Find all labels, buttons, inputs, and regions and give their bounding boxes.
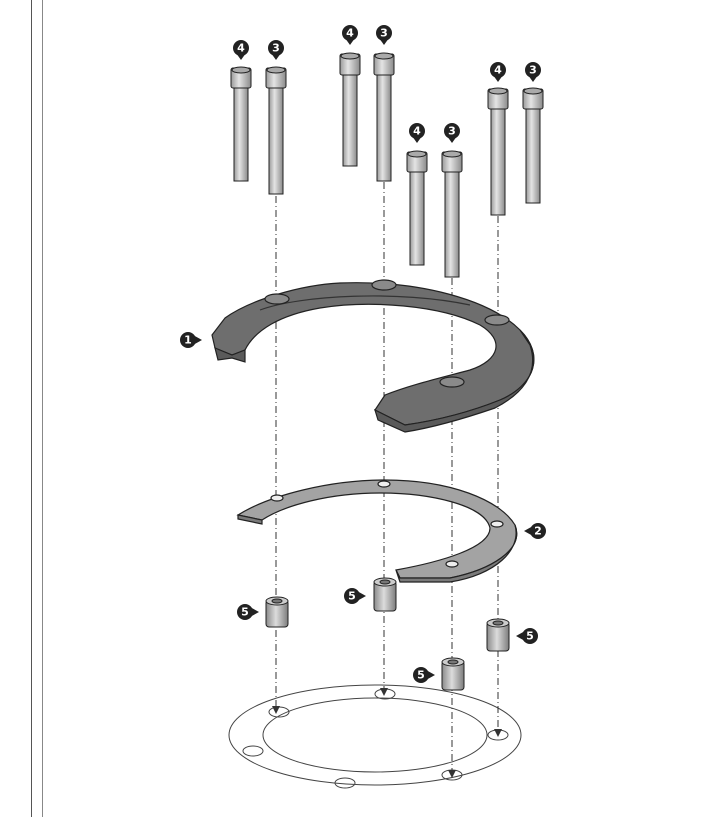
short-bolt: [230, 66, 252, 182]
svg-text:3: 3: [448, 125, 456, 138]
callout-5: 5: [413, 667, 435, 683]
short-bolt: [406, 150, 428, 266]
callout-5: 5: [344, 588, 366, 604]
long-bolt: [522, 87, 544, 204]
callout-5: 5: [516, 628, 538, 644]
callout-4: 4: [233, 40, 249, 60]
short-bolt: [339, 52, 361, 167]
svg-text:5: 5: [348, 590, 356, 603]
callout-4: 4: [490, 62, 506, 82]
callout-2: 2: [524, 523, 546, 539]
alignment-lines: [275, 182, 499, 772]
svg-text:4: 4: [346, 27, 354, 40]
base-plate: [236, 479, 518, 583]
svg-text:1: 1: [184, 334, 192, 347]
svg-text:3: 3: [380, 27, 388, 40]
arrow-heads: [272, 688, 502, 778]
spacer: [373, 577, 397, 612]
page-border-line-left: [31, 0, 32, 817]
callout-1: 1: [180, 332, 202, 348]
callout-3: 3: [376, 25, 392, 45]
svg-text:5: 5: [417, 669, 425, 682]
svg-text:5: 5: [526, 630, 534, 643]
spacer: [441, 657, 465, 691]
svg-text:4: 4: [494, 64, 502, 77]
svg-text:3: 3: [529, 64, 537, 77]
callout-4: 4: [342, 25, 358, 45]
gasket: [228, 684, 522, 789]
bolts: [230, 52, 544, 278]
svg-text:2: 2: [534, 525, 542, 538]
callout-4: 4: [409, 123, 425, 143]
spacers: [265, 577, 510, 691]
callout-5: 5: [237, 604, 259, 620]
svg-text:5: 5: [241, 606, 249, 619]
page-border-line-right: [42, 0, 43, 817]
spacer: [265, 596, 289, 628]
spacer: [486, 618, 510, 652]
short-bolt: [487, 87, 509, 216]
svg-text:3: 3: [272, 42, 280, 55]
long-bolt: [265, 66, 287, 195]
svg-text:4: 4: [237, 42, 245, 55]
tank-ring: [211, 279, 535, 433]
callout-3: 3: [525, 62, 541, 82]
long-bolt: [373, 52, 395, 182]
callout-3: 3: [268, 40, 284, 60]
callout-3: 3: [444, 123, 460, 143]
long-bolt: [441, 150, 463, 278]
svg-text:4: 4: [413, 125, 421, 138]
